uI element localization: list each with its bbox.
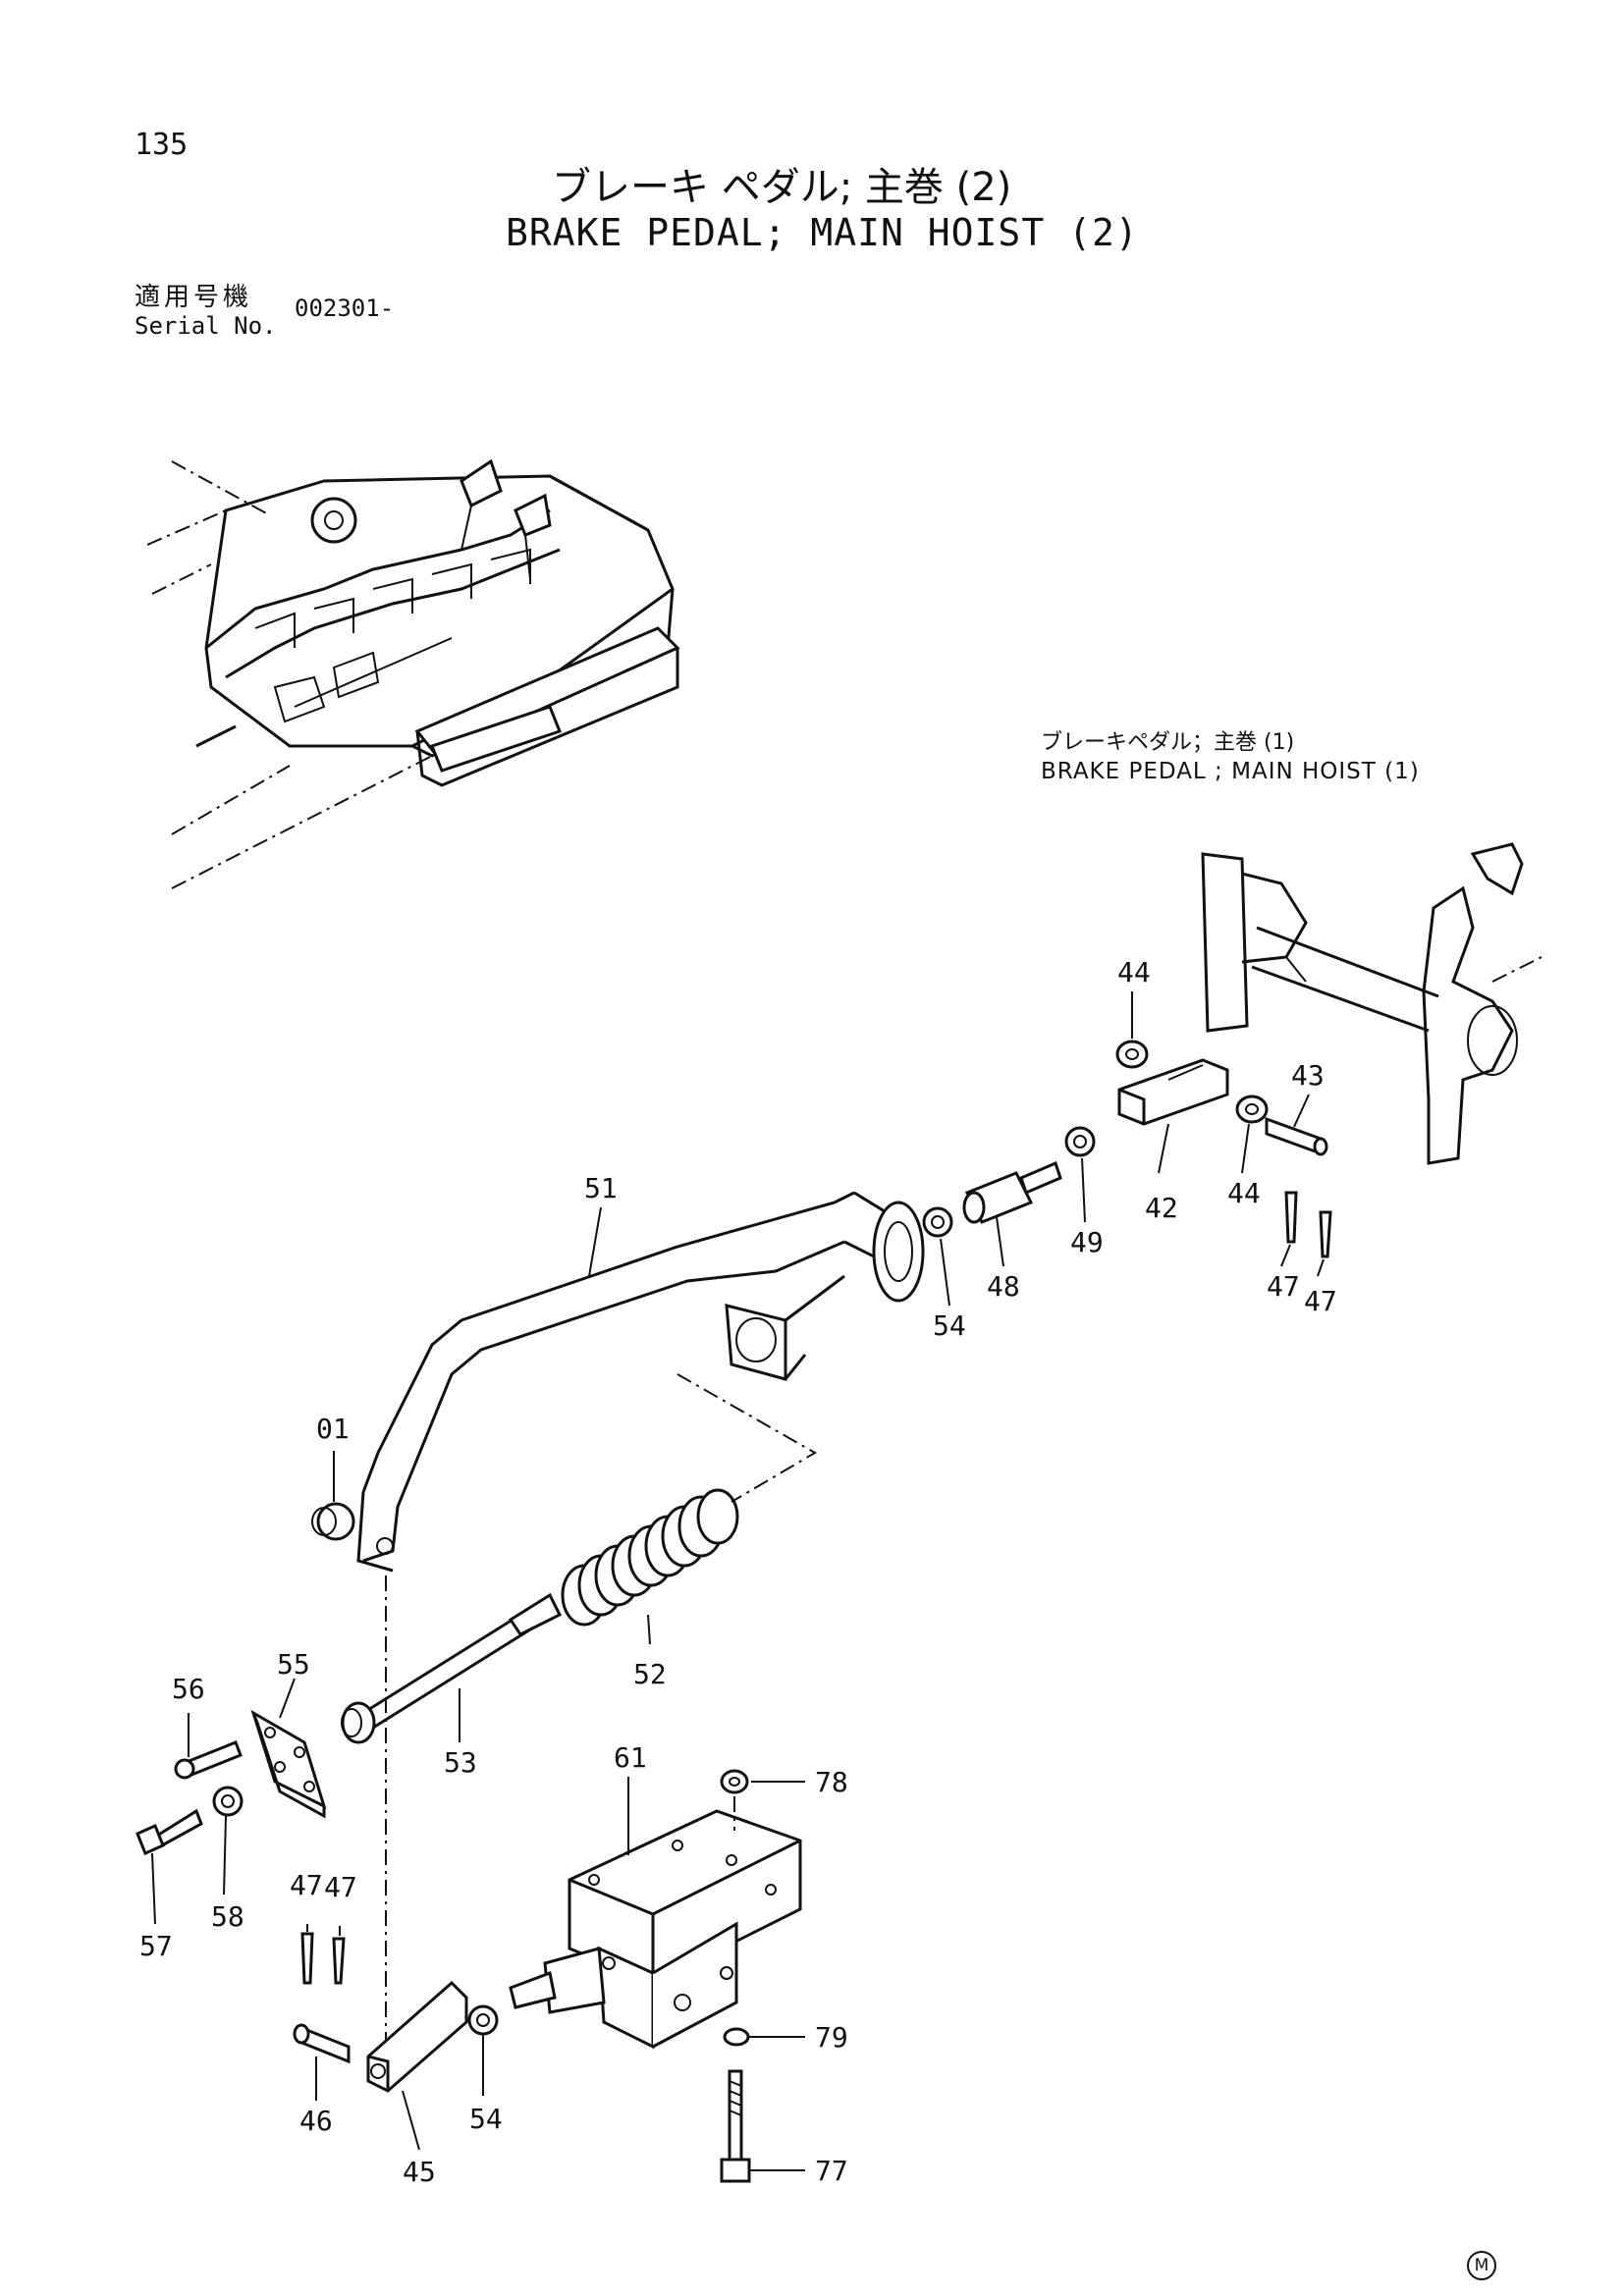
- part-label: 58: [211, 1900, 244, 1933]
- clevis-part-45: [366, 1980, 468, 2093]
- part-label: 79: [815, 2021, 848, 2054]
- part-label: 78: [815, 1766, 848, 1798]
- clevis-part-42: [1117, 1058, 1229, 1126]
- part-label: 47: [324, 1871, 357, 1903]
- washer-part-44-upper: [1115, 1040, 1149, 1069]
- part-label: 56: [172, 1673, 205, 1705]
- washer-part-79: [723, 2027, 750, 2047]
- bushing-part-01: [311, 1502, 355, 1541]
- machine-overview-sketch: [146, 458, 680, 889]
- part-label: 77: [815, 2155, 848, 2187]
- title-japanese: ブレーキ ペダル; 主巻 (2): [552, 165, 1012, 210]
- part-label: 57: [139, 1930, 173, 1962]
- part-label: 47: [1304, 1285, 1337, 1317]
- part-label: 54: [933, 1309, 966, 1342]
- part-label: 48: [987, 1270, 1020, 1303]
- maker-mark: M: [1467, 2251, 1496, 2280]
- part-label: 46: [299, 2105, 333, 2137]
- bolt-part-57: [135, 1808, 203, 1856]
- part-label: 47: [1267, 1270, 1300, 1303]
- pin-part-43: [1265, 1116, 1328, 1156]
- title-english: BRAKE PEDAL; MAIN HOIST (2): [506, 211, 1139, 254]
- part-label: 54: [469, 2103, 503, 2135]
- bolt-part-56: [174, 1740, 243, 1780]
- cotter-pins-part-47-lower: [300, 1932, 346, 1985]
- pin-part-46: [293, 2023, 351, 2064]
- adjuster-part-48: [962, 1160, 1062, 1224]
- part-label: 53: [444, 1746, 477, 1779]
- part-label: 49: [1070, 1226, 1104, 1258]
- part-label: 01: [316, 1413, 350, 1445]
- nut-part-54-lower: [467, 2004, 499, 2036]
- rod-part-53: [341, 1592, 563, 1744]
- assembly-centerline-spring: [677, 1373, 817, 1503]
- reference-label-english: BRAKE PEDAL ; MAIN HOIST (1): [1041, 759, 1420, 784]
- nut-part-54-upper: [922, 1206, 953, 1238]
- part-label: 47: [290, 1869, 323, 1901]
- nut-part-58: [212, 1786, 244, 1817]
- part-label: 42: [1145, 1192, 1178, 1224]
- part-label: 45: [403, 2156, 436, 2188]
- nut-part-78: [720, 1769, 749, 1831]
- part-label: 55: [277, 1648, 310, 1681]
- valve-part-61: [509, 1809, 802, 2050]
- nut-part-49: [1064, 1126, 1096, 1157]
- bolt-part-77: [720, 2069, 751, 2183]
- part-label: 43: [1291, 1059, 1325, 1092]
- part-label: 52: [633, 1658, 667, 1690]
- part-label: 44: [1227, 1177, 1261, 1209]
- part-label: 61: [614, 1741, 647, 1774]
- part-label: 44: [1117, 956, 1151, 988]
- reference-assembly-sketch: [1201, 842, 1543, 1165]
- leader-lines: [151, 991, 1325, 2171]
- serial-label-japanese: 適用号機: [135, 283, 253, 312]
- serial-label-english: Serial No.: [135, 312, 277, 340]
- cotter-pins-part-47-upper: [1284, 1191, 1332, 1258]
- part-number-labels: 44 43 42 44 47 47 49 48 54 51 01 52 56 5…: [139, 956, 1337, 2188]
- reference-label-japanese: ブレーキペダル；主巻 (1): [1041, 730, 1295, 755]
- washer-part-44-lower: [1235, 1095, 1269, 1124]
- part-label: 51: [584, 1172, 618, 1204]
- plate-part-55: [250, 1709, 327, 1819]
- serial-number-value: 002301-: [295, 294, 395, 322]
- pedal-arm-part-51: [356, 1191, 925, 1573]
- spring-part-52: [561, 1488, 739, 1627]
- page-number: 135: [135, 128, 189, 162]
